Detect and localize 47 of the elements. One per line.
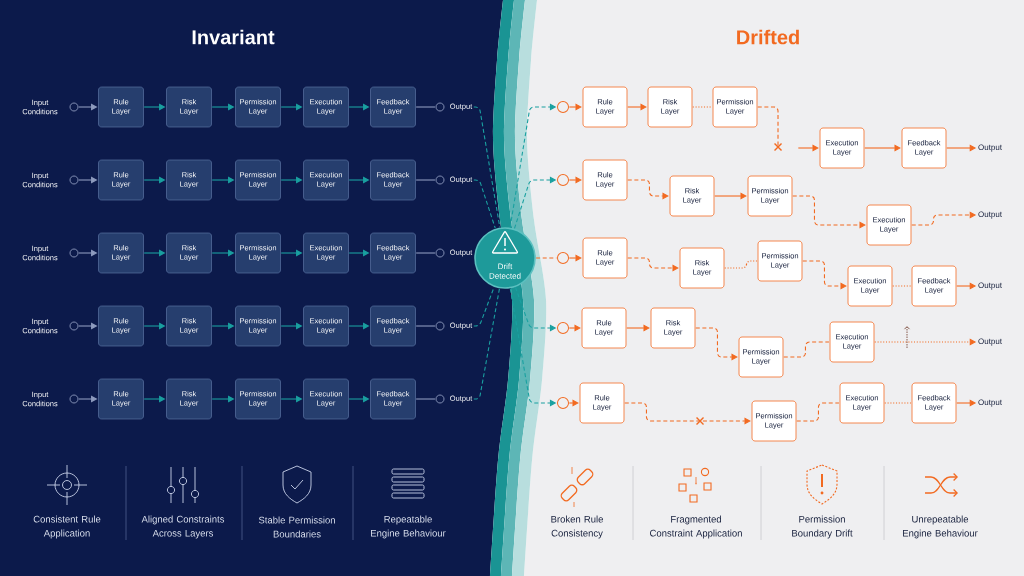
arrow xyxy=(568,399,579,407)
caption: Unrepeatable Engine Behaviour xyxy=(903,515,978,539)
connector-line xyxy=(783,341,830,358)
connector-line xyxy=(415,106,436,108)
connector-line xyxy=(724,260,758,269)
arrow xyxy=(627,257,679,272)
caption: Permission Boundary Drift xyxy=(792,515,853,539)
connector-line xyxy=(415,252,436,254)
arrow xyxy=(792,195,866,229)
arrow xyxy=(626,324,650,332)
output-label: Output xyxy=(978,338,1002,346)
connector-line xyxy=(884,402,912,404)
arrow xyxy=(627,103,647,111)
connector-line xyxy=(473,286,495,327)
caption: Stable Permission Boundaries xyxy=(258,516,335,538)
connector-line xyxy=(415,179,436,181)
connector-line xyxy=(796,402,840,422)
arrow xyxy=(568,176,582,184)
arrow xyxy=(695,327,738,361)
connector-line xyxy=(473,179,496,229)
connector-line xyxy=(415,325,436,327)
caption: Broken Rule Consistency xyxy=(551,515,603,539)
arrow xyxy=(864,144,901,152)
output-label: Output xyxy=(978,399,1002,407)
output-label: Output xyxy=(978,211,1002,219)
arrow xyxy=(797,144,819,152)
arrow xyxy=(568,103,582,111)
connector-line xyxy=(415,398,436,400)
connector-line xyxy=(757,106,779,146)
arrow xyxy=(568,324,581,332)
arrow xyxy=(714,192,747,200)
arrow xyxy=(624,402,751,425)
output-label: Output xyxy=(978,144,1002,152)
caption: Aligned Constraints Across Layers xyxy=(141,515,225,539)
connector-line xyxy=(473,106,501,228)
arrow xyxy=(627,179,669,200)
arrow xyxy=(568,254,582,262)
output-label: Output xyxy=(978,282,1002,290)
panel-title: Drifted xyxy=(737,29,799,45)
connector-line xyxy=(892,285,912,287)
caption: Repeatable Engine Behaviour xyxy=(371,515,446,539)
connector-line xyxy=(473,288,500,400)
caption: Consistent Rule Application xyxy=(33,515,101,539)
panel-title: Invariant xyxy=(192,29,275,45)
caption: Fragmented Constraint Application xyxy=(650,515,742,539)
connector-line xyxy=(692,106,713,108)
arrow xyxy=(802,260,847,290)
